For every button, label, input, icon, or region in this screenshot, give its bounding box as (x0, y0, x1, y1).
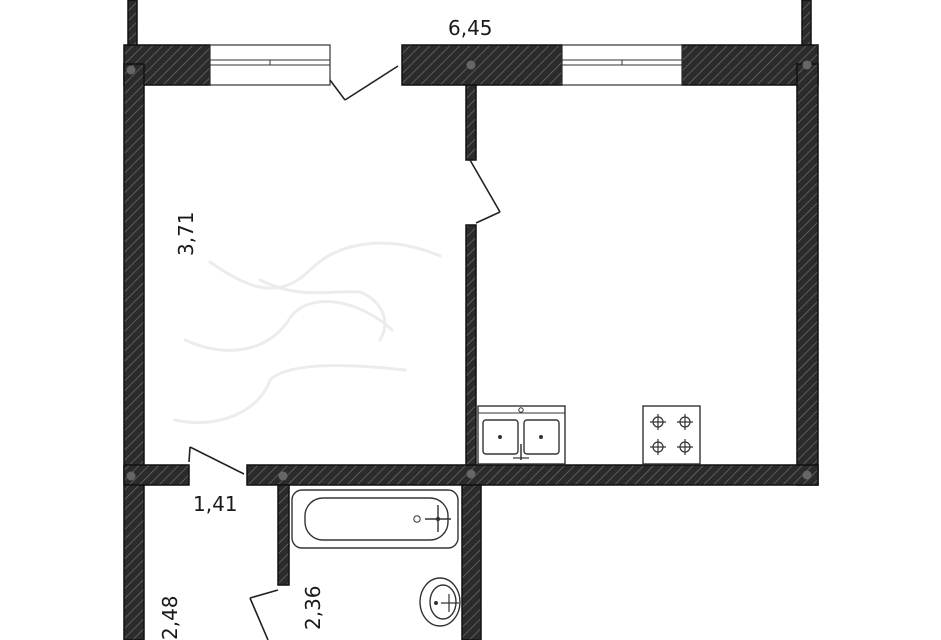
wall-left (123, 63, 145, 640)
door-icon (249, 589, 279, 640)
sink-icon (477, 405, 566, 465)
wall-mid-right (246, 464, 819, 486)
dimension-hall-length: 2,48 (158, 595, 182, 640)
window-icon (561, 44, 683, 86)
wall-right (796, 63, 819, 486)
stove-icon (642, 405, 701, 465)
dimension-left-room-length: 3,71 (174, 211, 198, 256)
wall-mid-left (123, 464, 190, 486)
wall-bath-left (277, 484, 290, 586)
dimension-bath-length: 2,36 (301, 585, 325, 630)
wall-bath-right (461, 484, 482, 640)
wall-top-2 (401, 44, 563, 86)
watermark (173, 241, 442, 425)
dimension-corridor-width: 1,41 (193, 492, 238, 516)
bathtub-icon (291, 489, 459, 549)
wall-partition-lower (465, 224, 477, 471)
wall-partition-upper (465, 84, 477, 161)
washbasin-icon (419, 577, 461, 627)
door-icon (188, 446, 245, 475)
door-icon (329, 65, 399, 101)
wall-nodes (126, 60, 812, 481)
door-icon (469, 159, 501, 224)
dimension-top-width: 6,45 (448, 16, 493, 40)
window-icon (209, 44, 331, 86)
